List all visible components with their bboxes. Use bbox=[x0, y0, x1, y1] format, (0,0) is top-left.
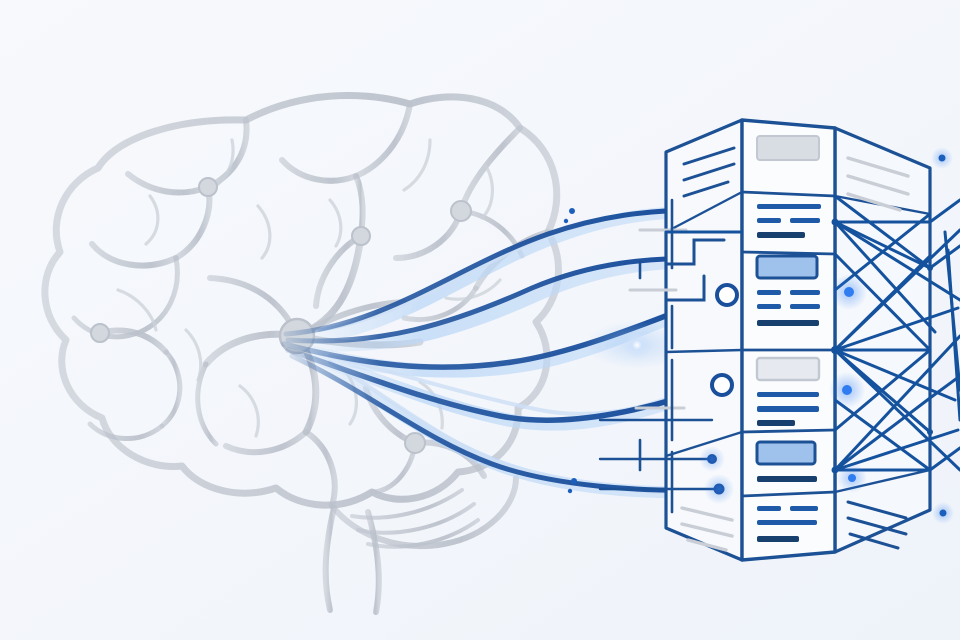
particle bbox=[571, 478, 577, 484]
particle bbox=[704, 474, 734, 504]
rack-bus-lines bbox=[598, 198, 716, 514]
data-bar bbox=[757, 204, 821, 209]
port-circle-lower bbox=[710, 373, 734, 397]
particle bbox=[699, 446, 725, 472]
rack-circuit-trace-gray bbox=[628, 228, 688, 410]
rack-bay-fifth bbox=[755, 440, 817, 482]
rack-circuit-trace bbox=[664, 238, 726, 302]
rack-left-face-detail-top bbox=[682, 146, 736, 198]
particle bbox=[931, 147, 953, 169]
rack-right-face-detail-top bbox=[846, 156, 910, 212]
particle bbox=[563, 218, 569, 224]
data-bar bbox=[757, 476, 817, 482]
cable-cross-core bbox=[623, 331, 651, 359]
rack-bay-fourth bbox=[755, 356, 821, 426]
rack-left-dividers bbox=[665, 190, 743, 458]
active-block bbox=[755, 254, 819, 280]
brain-node bbox=[351, 226, 371, 246]
rack-bay-bottom bbox=[757, 506, 818, 542]
data-bar bbox=[757, 232, 805, 238]
data-bar bbox=[757, 304, 781, 309]
data-bar bbox=[790, 218, 820, 223]
rack-bay-second bbox=[757, 204, 821, 238]
particle bbox=[829, 372, 865, 408]
status-block bbox=[756, 135, 820, 161]
mesh-node bbox=[927, 265, 933, 271]
particle bbox=[569, 208, 575, 214]
active-block bbox=[755, 440, 817, 466]
data-bar bbox=[757, 536, 799, 542]
cable-3 bbox=[281, 293, 721, 370]
data-bar bbox=[757, 320, 819, 326]
cable-4 bbox=[285, 347, 717, 423]
port-circle-upper bbox=[715, 283, 739, 307]
status-block bbox=[755, 356, 821, 382]
brain-node bbox=[450, 200, 472, 222]
data-bar bbox=[757, 290, 781, 295]
cable-2 bbox=[285, 255, 709, 344]
server-rack bbox=[628, 118, 932, 562]
rack-bay-third bbox=[755, 254, 820, 326]
particle bbox=[567, 488, 573, 494]
rack-right-face-detail-mid bbox=[846, 500, 908, 550]
mesh-node bbox=[831, 218, 839, 226]
particle bbox=[831, 274, 867, 310]
mesh-node bbox=[831, 466, 839, 474]
rack-bay-dividers bbox=[741, 190, 836, 498]
cable-1 bbox=[283, 207, 703, 337]
data-bar bbox=[757, 392, 819, 397]
particle bbox=[837, 463, 867, 493]
brain-node bbox=[404, 432, 426, 454]
rack-left-face-detail-bottom bbox=[680, 506, 734, 552]
brain-node bbox=[90, 323, 110, 343]
mesh-nodes bbox=[831, 218, 933, 474]
brain-node bbox=[198, 177, 218, 197]
data-bar bbox=[790, 304, 820, 309]
data-bar bbox=[757, 406, 819, 412]
data-bar bbox=[757, 218, 781, 223]
particle bbox=[932, 502, 954, 524]
data-bar bbox=[757, 520, 817, 525]
rack-bay-top bbox=[756, 135, 820, 161]
glow-particles bbox=[563, 147, 954, 524]
mesh-node bbox=[831, 346, 839, 354]
data-bar bbox=[757, 420, 795, 426]
data-bar bbox=[790, 290, 820, 295]
data-bar bbox=[757, 506, 781, 511]
mesh-node bbox=[927, 429, 933, 435]
data-bar bbox=[790, 506, 818, 511]
